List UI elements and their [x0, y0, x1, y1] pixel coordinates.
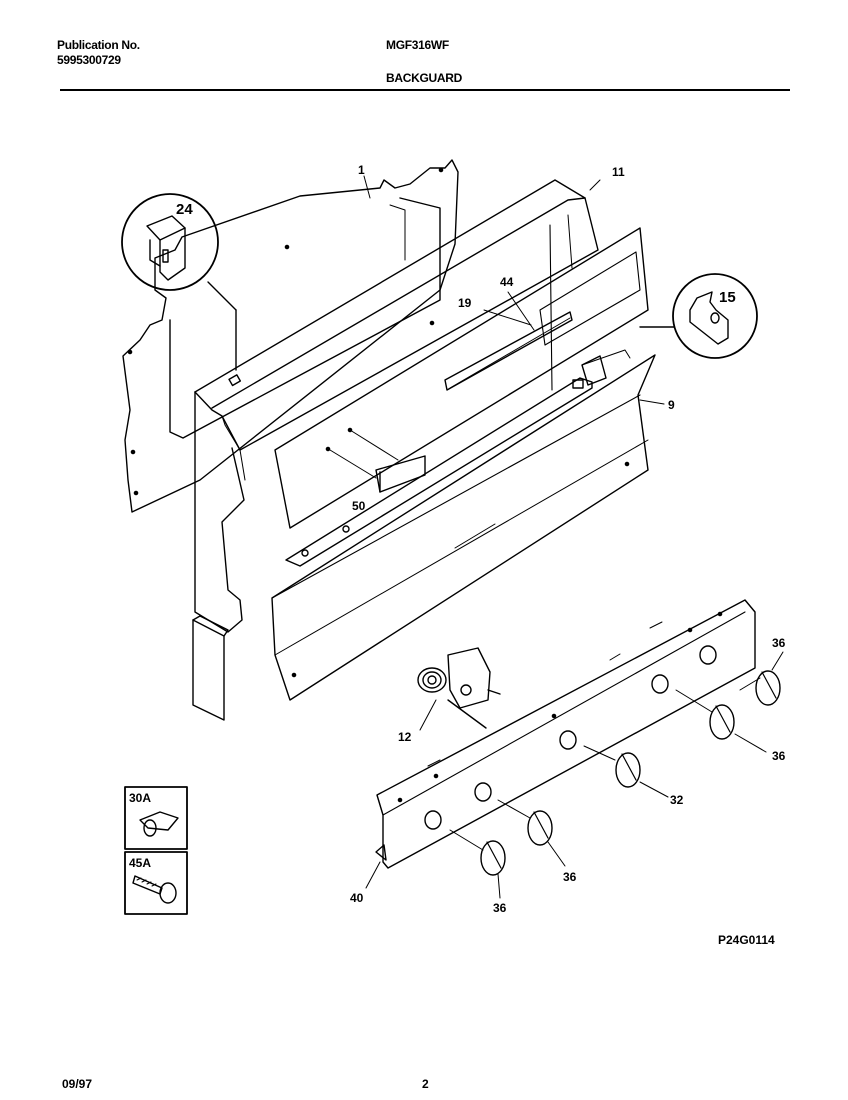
footer-date: 09/97 [62, 1077, 93, 1091]
callout-36: 36 [493, 901, 507, 915]
figure-code: P24G0114 [718, 933, 775, 947]
callout-36: 36 [772, 636, 786, 650]
callout-50: 50 [352, 499, 366, 513]
callout-40: 40 [350, 891, 364, 905]
callout-36: 36 [772, 749, 786, 763]
inset-box-30a [124, 786, 188, 850]
publication-number: 5995300729 [57, 53, 121, 67]
rear-shield-part [122, 159, 459, 513]
header-rule [60, 89, 790, 91]
knob-part [675, 689, 767, 753]
callout-12: 12 [398, 730, 412, 744]
manifold-panel-part [365, 599, 756, 889]
callout-19: 19 [458, 296, 472, 310]
inset-box-45a [124, 851, 188, 915]
callout-11: 11 [612, 165, 625, 179]
callout-1: 1 [358, 163, 365, 177]
bracket-detail-callout [639, 273, 758, 359]
control-panel-trim-part [271, 349, 665, 701]
callout-44: 44 [500, 275, 514, 289]
knob-part [497, 799, 566, 867]
callout-30a: 30A [129, 791, 151, 805]
callout-45a: 45A [129, 856, 151, 870]
callout-36: 36 [563, 870, 577, 884]
callout-15: 15 [719, 289, 736, 306]
model-number: MGF316WF [386, 38, 449, 52]
knob-part [583, 745, 669, 798]
thermostat-part [417, 647, 501, 731]
backguard-frame-part [192, 179, 601, 721]
knob-part [449, 829, 506, 899]
publication-label: Publication No. [57, 38, 140, 52]
callout-32: 32 [670, 793, 684, 807]
switch-detail-callout [121, 193, 237, 371]
control-panel-glass-part [274, 227, 649, 529]
knob-part [739, 651, 784, 706]
page-number: 2 [422, 1077, 429, 1091]
callout-24: 24 [176, 201, 193, 218]
callout-9: 9 [668, 398, 675, 412]
section-title: BACKGUARD [386, 71, 462, 85]
